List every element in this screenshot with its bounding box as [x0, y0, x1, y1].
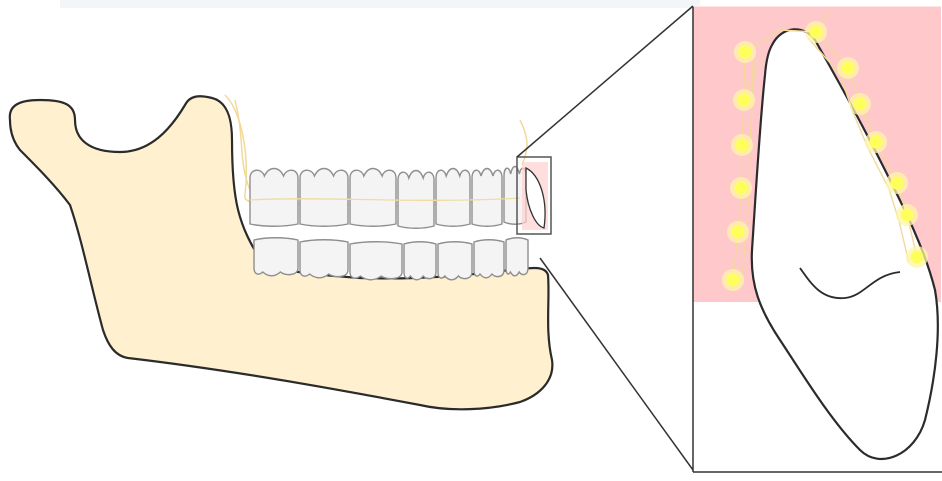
nerve-node: [854, 98, 867, 111]
upper-tooth: [250, 169, 298, 227]
nerve-node: [870, 136, 883, 149]
lower-tooth: [506, 238, 528, 276]
upper-tooth: [472, 169, 502, 227]
upper-tooth: [398, 171, 434, 229]
front-tooth-detail: [522, 162, 548, 230]
cross-section-panel: [693, 6, 942, 472]
zoom-line-top: [517, 6, 693, 157]
nerve-node: [842, 62, 855, 75]
lower-teeth-row: [254, 238, 528, 280]
nerve-node: [738, 94, 751, 107]
nerve-node: [735, 182, 748, 195]
nerve-node: [727, 274, 740, 287]
nerve-node: [736, 139, 749, 152]
nerve-node: [732, 226, 745, 239]
upper-tooth: [300, 169, 348, 227]
nerve-node: [911, 251, 924, 264]
lower-tooth: [350, 242, 402, 280]
nerve-node: [901, 209, 914, 222]
nerve-node: [891, 177, 904, 190]
background-strip: [60, 0, 700, 8]
upper-tooth: [436, 169, 470, 227]
lower-tooth: [300, 240, 348, 278]
lower-tooth: [438, 242, 472, 280]
lower-tooth: [254, 238, 298, 276]
nerve-node: [810, 26, 823, 39]
upper-tooth: [350, 169, 396, 227]
lower-tooth: [474, 240, 504, 278]
lower-tooth: [404, 242, 436, 280]
nerve-node: [739, 46, 752, 59]
zoom-line-bottom: [540, 258, 693, 470]
upper-teeth-row: [250, 167, 526, 229]
